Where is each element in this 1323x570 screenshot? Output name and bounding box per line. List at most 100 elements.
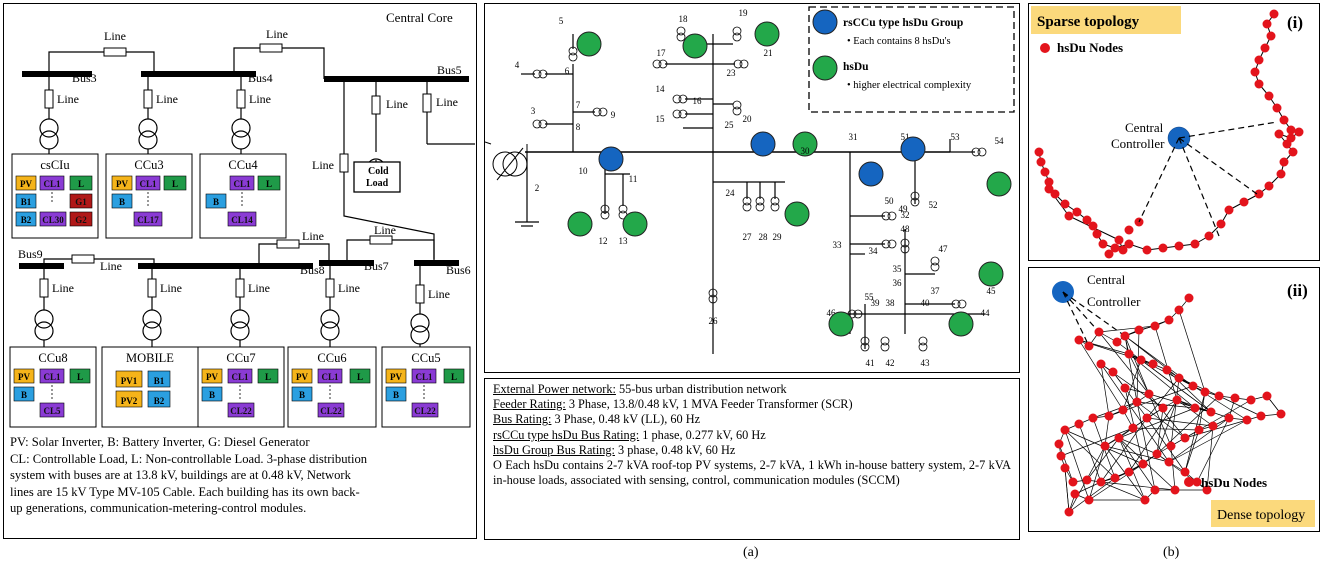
dense-banner-bg <box>1211 500 1315 527</box>
drop-cscIu-line-resistor <box>44 89 54 109</box>
sparse-node <box>1040 167 1050 177</box>
dense-node <box>1144 389 1154 399</box>
b5-b-text: B <box>209 390 215 400</box>
dense-edge <box>1100 481 1146 501</box>
b0-l <box>69 175 93 191</box>
tie-8-7-resistor <box>276 239 300 249</box>
dense-edge <box>1140 359 1212 413</box>
tie-4-5-a <box>233 47 260 74</box>
dense-edge <box>1098 325 1156 333</box>
b2-b-text: B <box>213 197 219 207</box>
dense-node <box>1120 331 1130 341</box>
dense-node <box>1124 349 1134 359</box>
b1-cl17 <box>133 211 163 227</box>
dense-node <box>1230 393 1240 403</box>
t-17-a <box>652 59 662 69</box>
b5-l-text: L <box>265 372 271 382</box>
tie-8-7-a <box>258 243 277 266</box>
legend-green-title: hsDu <box>843 61 869 73</box>
tie-9-8-b <box>94 258 155 266</box>
dense-legend-dot <box>1184 477 1194 487</box>
b1-cl1 <box>135 175 161 191</box>
node-23-number: 23 <box>727 68 737 78</box>
node-18-number: 18 <box>679 14 689 24</box>
dense-edge <box>1176 399 1230 419</box>
sparse-node <box>1118 245 1128 255</box>
dense-edge <box>1132 427 1200 431</box>
t-15-b <box>678 109 688 119</box>
dense-node <box>1262 391 1272 401</box>
sparse-banner-bg <box>1031 6 1181 34</box>
node-2-number: 2 <box>535 183 540 193</box>
b6-b <box>291 386 313 402</box>
dense-node <box>1074 419 1084 429</box>
t-43-a <box>918 336 928 346</box>
node-52-number: 52 <box>929 200 938 210</box>
tie-3-4-b <box>126 51 155 74</box>
b0-cl1 <box>39 175 65 191</box>
b2-cl1 <box>229 175 255 191</box>
legend-green-dot <box>812 55 838 81</box>
cold-load-box <box>353 161 401 193</box>
t-14-a <box>672 94 682 104</box>
drop-ccu5-line-resistor <box>415 284 425 304</box>
caption-b: (b) <box>1163 545 1180 560</box>
t-54-b <box>977 147 987 157</box>
drop-ccu5-line-label: Line <box>428 287 450 301</box>
dense-node <box>1180 467 1190 477</box>
node-28-number: 28 <box>759 232 769 242</box>
node-33-number: 33 <box>833 240 843 250</box>
bus5-down-label: Line <box>312 158 334 172</box>
dense-tag: (ii) <box>1287 281 1308 300</box>
t-54-a <box>971 147 981 157</box>
b0-b2 <box>15 211 37 227</box>
hsdu-18 <box>682 33 708 59</box>
t-6-b <box>568 52 578 62</box>
t-14-b <box>678 94 688 104</box>
b0-cl30-text: CL30 <box>42 215 64 225</box>
drop-cscIu-transformer-coil-b <box>39 130 59 150</box>
sparse-node <box>1254 79 1264 89</box>
sparse-node <box>1264 91 1274 101</box>
dense-node <box>1094 327 1104 337</box>
b5-pv <box>201 368 223 384</box>
t-26-a <box>708 288 718 298</box>
dense-node <box>1124 467 1134 477</box>
dense-edge <box>1198 391 1206 431</box>
hsdu-44 <box>948 311 974 337</box>
source-transformer-a <box>492 151 518 177</box>
sparse-node <box>1279 157 1289 167</box>
sparse-node <box>1110 243 1120 253</box>
dense-edge <box>1088 445 1106 501</box>
b5-cl1 <box>227 368 253 384</box>
dense-node <box>1188 381 1198 391</box>
drop-cscIu-line-label: Line <box>57 92 79 106</box>
dense-node <box>1114 433 1124 443</box>
dense-edge <box>1154 325 1178 401</box>
node-40-number: 40 <box>921 298 931 308</box>
b2-b <box>205 193 227 209</box>
t-32-a <box>881 211 891 221</box>
b1-cl17-text: CL17 <box>137 215 159 225</box>
dense-node <box>1190 403 1200 413</box>
dense-node <box>1150 485 1160 495</box>
dense-node <box>1084 495 1094 505</box>
b0-g2 <box>69 211 93 227</box>
b7-cl1 <box>411 368 437 384</box>
bus7-label: Bus7 <box>364 259 389 273</box>
sparse-node <box>1174 241 1184 251</box>
sparse-node <box>1088 221 1098 231</box>
b5-l <box>257 368 279 384</box>
dense-node <box>1096 359 1106 369</box>
sparse-node <box>1190 239 1200 249</box>
rscc-group-50 <box>858 161 884 187</box>
tie-9-8-a <box>43 258 72 266</box>
sparse-node <box>1034 147 1044 157</box>
source-arrow <box>496 147 524 181</box>
bus8 <box>138 263 313 269</box>
dense-edge <box>1128 399 1178 473</box>
legend-blue-note: • Each contains 8 hsDu's <box>847 36 951 47</box>
b5-cl22-text: CL22 <box>230 406 252 416</box>
node-9-number: 9 <box>611 110 616 120</box>
